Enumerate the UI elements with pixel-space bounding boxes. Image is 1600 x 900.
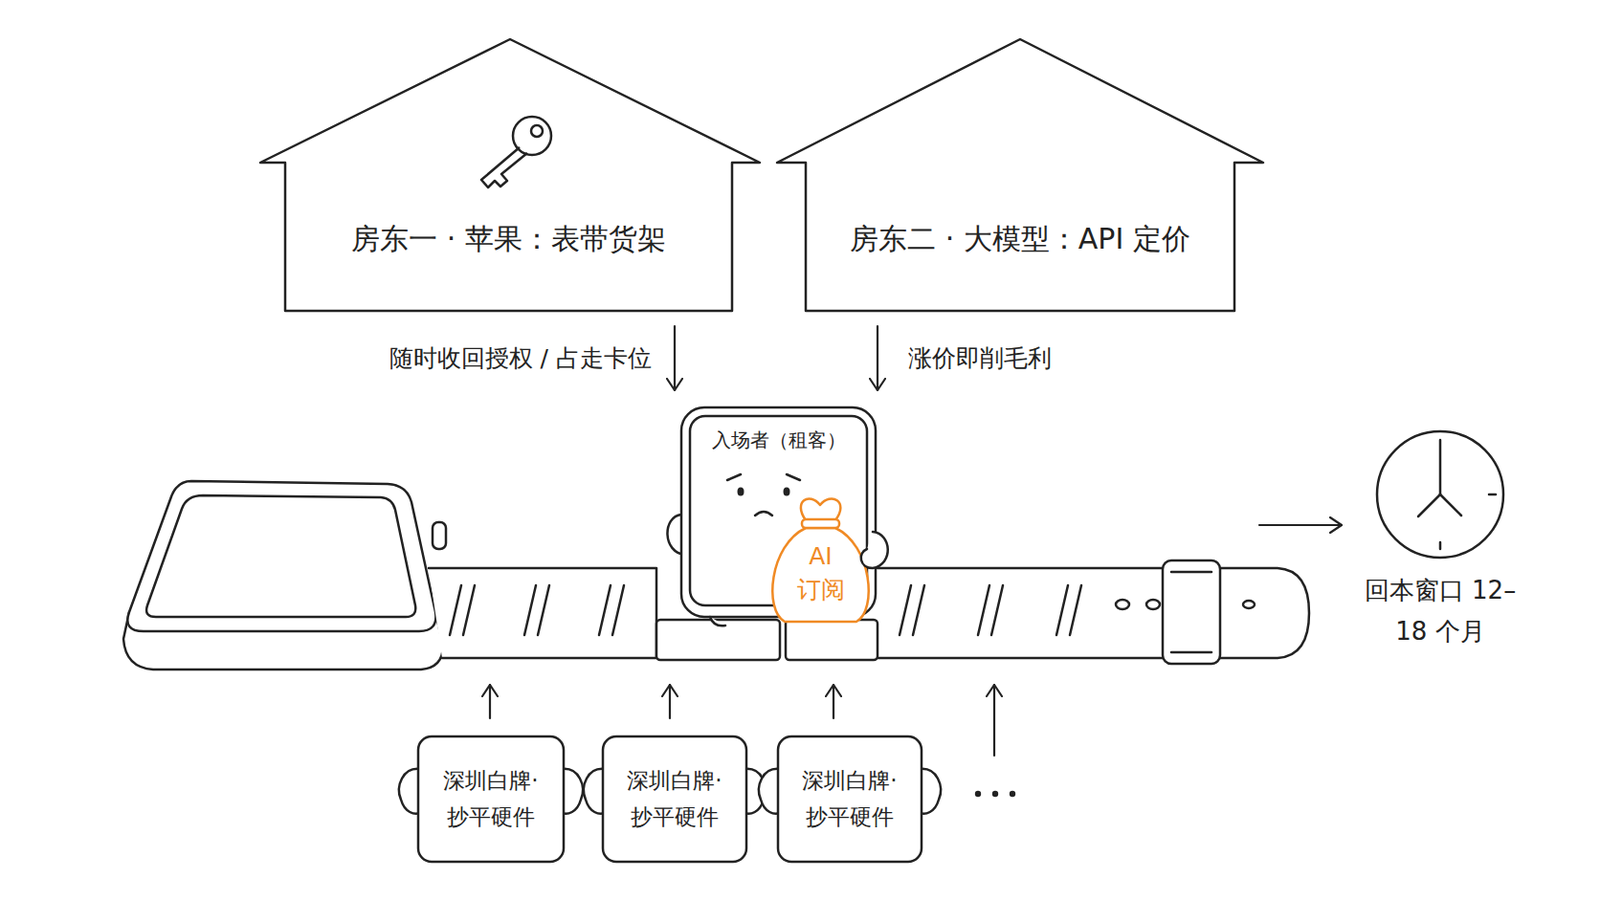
ellipsis-dots [975,791,981,798]
watch-strap [1115,600,1130,610]
watch-strap [599,585,611,636]
watch-strap [537,585,550,636]
eye [737,488,745,497]
bag-tie [801,519,840,529]
layout-arrows [488,685,491,719]
node-text: AI 订阅 [784,539,857,607]
bag-body [772,528,868,623]
clock-tick [1488,493,1496,497]
node-text: 深圳白牌· 抄平硬件 [427,762,555,836]
mouth [755,511,773,516]
ellipsis-dots [992,791,999,798]
box-shape [777,736,922,863]
box-outline [777,736,922,863]
watch-strap [1243,600,1255,609]
eye [783,488,791,497]
left-hand [399,769,421,815]
layout-arrows [1259,524,1342,527]
foot [710,617,726,626]
watch-strap [524,585,536,636]
house-shape [260,39,760,312]
connector-arrow [876,326,879,391]
watch-body [432,522,446,550]
watch-strap [1056,585,1068,636]
layout-arrows [668,685,671,719]
right-arm [861,532,889,569]
clock-node: 回本窗口 12–18 个月 [1363,421,1517,672]
bag-node: AI 订阅 [765,489,876,626]
watch-strap [899,585,912,636]
layout-arrows [993,685,996,756]
watch-strap [977,585,990,636]
clock-hand [1418,494,1441,517]
watch-body [127,481,436,632]
watch-body [146,495,416,618]
box-node: 深圳白牌· 抄平硬件 [777,736,922,863]
node-text: 房东二 · 大模型：API 定价 [805,220,1235,259]
node-text: 入场者（租客） [689,426,867,454]
house-node: 房东二 · 大模型：API 定价 [777,39,1264,312]
right-hand [919,769,941,815]
box-outline [602,736,747,863]
layout-arrows [832,685,835,719]
house-outline [260,39,760,312]
ellipsis-dots [1009,791,1016,798]
tenant-node: 入场者（租客） AI 订阅 [667,407,894,623]
box-node: 深圳白牌· 抄平硬件 [418,736,564,863]
watch-strap [1069,585,1082,636]
box-shape [602,736,747,863]
watch-strap [428,568,657,659]
connector-arrow [673,326,676,391]
edge-label: 随时收回授权 / 占走卡位 [389,342,652,376]
bag-top [800,498,841,521]
house-node: 房东一 · 苹果：表带货架 [260,39,760,312]
watch-strap [1162,560,1221,665]
watch-strap [1171,571,1212,575]
house-outline [777,39,1264,312]
left-hand [583,769,605,815]
node-text: 深圳白牌· 抄平硬件 [787,762,912,836]
eyebrow [727,474,741,481]
watch-strap [612,585,624,636]
watch-strap [991,585,1003,636]
eyebrow [786,474,800,481]
watch-strap [912,585,925,636]
node-text: 深圳白牌· 抄平硬件 [612,762,737,836]
layout-arrows [489,525,1342,756]
ellipsis-dots [975,791,1016,798]
watch-strap [1146,600,1160,610]
watch-strap [1171,651,1212,655]
key-icon [481,147,528,188]
node-text: 回本窗口 12–18 个月 [1363,570,1517,653]
edge-label: 涨价即削毛利 [908,342,1052,376]
clock-face [1377,431,1504,558]
left-hand [758,769,780,815]
watch-strap [449,585,462,636]
box-node: 深圳白牌· 抄平硬件 [602,736,747,863]
box-outline [418,736,564,863]
node-text: 房东一 · 苹果：表带货架 [285,220,733,259]
house-shape [777,39,1264,312]
clock-hand [1440,494,1462,516]
watch-strap [877,568,1310,659]
right-hand [561,769,583,815]
key-icon [481,116,552,188]
box-shape [418,736,564,863]
clock-tick [1439,542,1443,550]
key-icon [531,125,543,137]
clock-hand [1439,440,1443,495]
watch-strap [785,620,878,661]
watch-strap [463,585,475,636]
watch-body [123,481,446,670]
